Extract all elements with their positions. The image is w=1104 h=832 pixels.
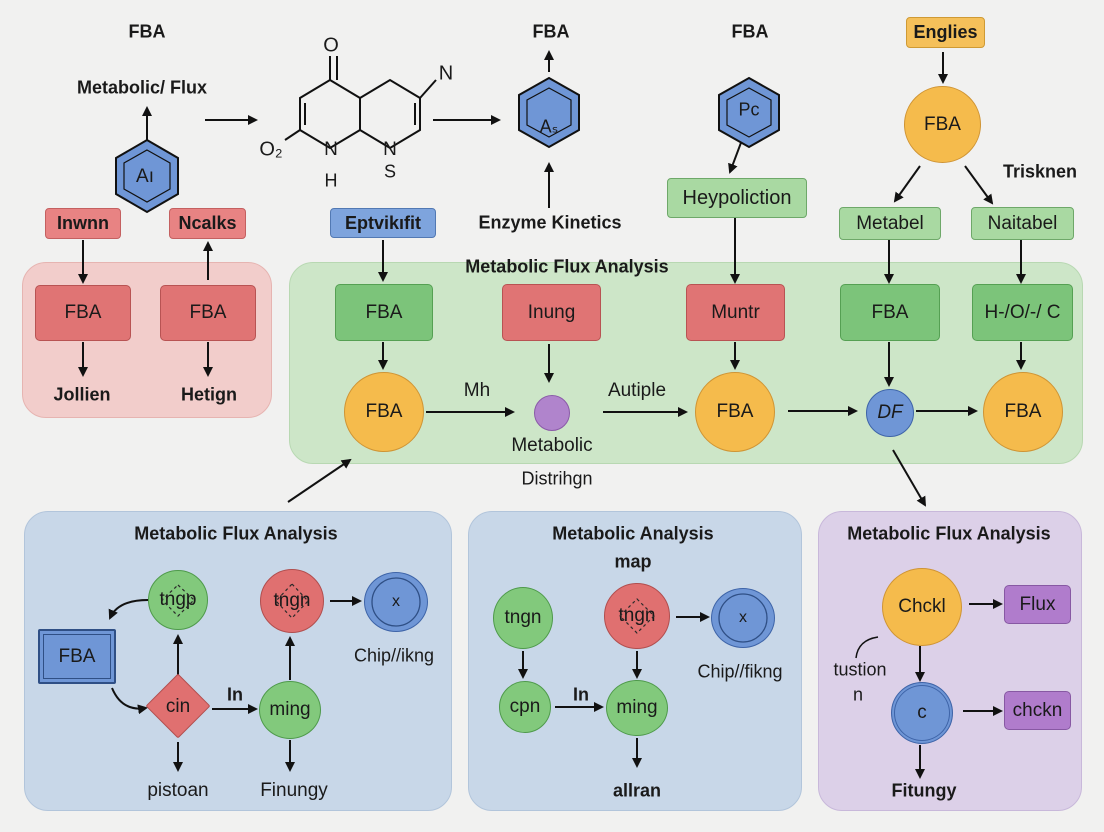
ming-node-blue1: ming [259, 681, 321, 739]
benzene-right-label: Pᴄ [738, 99, 760, 120]
metabolic-label: Metabolic [511, 435, 593, 456]
inwnn-tag: Inwnn [45, 208, 121, 239]
enzyme-kinetics-label: Enzyme Kinetics [478, 212, 622, 233]
finungy-label: Finungy [260, 780, 328, 801]
allran-label: allran [612, 780, 662, 801]
ncalks-tag: Ncalks [169, 208, 246, 239]
cin-label: cin [165, 696, 191, 717]
fba-circle-3: FBA [695, 372, 775, 452]
metabel-tag: Metabel [839, 207, 941, 240]
hetign-label: Hetign [181, 384, 237, 405]
blue-panel-2-subtitle: map [614, 551, 652, 572]
n-label: n [852, 684, 864, 705]
fba-box-red-left: FBA [35, 285, 131, 341]
x-circle-blue1: x [364, 572, 428, 632]
jollien-label: Jollien [53, 384, 111, 405]
molecule-n2-label: N [383, 139, 397, 160]
metabolic-node [534, 395, 570, 431]
arrow-blue-to-green [287, 458, 352, 503]
chip-label-blue2: Chip//fikng [697, 661, 783, 682]
benzene-mid-label: Aₛ [539, 116, 559, 137]
fba-circle-top: FBA [904, 86, 981, 163]
muntr-box: Muntr [686, 284, 785, 341]
molecule-o-label: O [323, 34, 339, 57]
molecule-structure-icon [284, 56, 437, 150]
molecule-h-label: H [324, 170, 338, 191]
fba-label-top-right: FBA [731, 21, 769, 42]
arrow-to-metabel [893, 165, 921, 203]
fba-box-blue: FBA [38, 629, 116, 684]
tngp-circle: tngp [148, 570, 208, 630]
metabolic-flux-label: Metabolic/ Flux [76, 77, 208, 98]
flux-box: Flux [1004, 585, 1071, 624]
arrow-pc-to-hey [728, 139, 743, 174]
ming-node-blue2: ming [606, 680, 668, 736]
inung-box: Inung [502, 284, 601, 341]
fba-box-red-right: FBA [160, 285, 256, 341]
fba-label-top-left: FBA [128, 21, 166, 42]
molecule-n1-label: N [324, 139, 338, 160]
eptvik-tag: Eptvikıfit [330, 208, 436, 238]
green-panel-title: Metabolic Flux Analysis [465, 256, 669, 277]
pistoan-label: pistoan [147, 780, 209, 801]
fba-circle-5: FBA [983, 372, 1063, 452]
x-circle-blue2: x [711, 588, 775, 648]
fba-circle-1: FBA [344, 372, 424, 452]
autiple-label: Autiple [607, 380, 667, 401]
englies-tag: Englies [906, 17, 985, 48]
chckl-circle: Chckl [882, 568, 962, 646]
tngn-circle-blue1: tngn [260, 569, 324, 633]
molecule-n-right-label: N [438, 62, 454, 85]
chckn-box: chckn [1004, 691, 1071, 730]
benzene-left-label: Aı [136, 166, 154, 187]
fitungy-label: Fitungy [891, 780, 957, 801]
distrihgn-label: Distrihgn [521, 468, 593, 489]
molecule-o2-label: O₂ [259, 138, 283, 161]
trisknen-label: Trisknen [1002, 161, 1078, 182]
hoc-box: H-/O/-/ C [972, 284, 1073, 341]
mh-label: Mh [463, 380, 491, 401]
fba-box-green-2: FBA [840, 284, 940, 341]
purple-panel-title: Metabolic Flux Analysis [847, 523, 1051, 544]
cpn-circle: cpn [499, 681, 551, 733]
naitabel-tag: Naitabel [971, 207, 1074, 240]
df-circle: DF [866, 389, 914, 437]
tustion-label: tustion [833, 659, 887, 680]
fba-box-green-1: FBA [335, 284, 433, 341]
c-circle: c [891, 682, 953, 744]
chip-label-blue1: Chip//ikng [353, 645, 435, 666]
heypoliction-box: Heypoliction [667, 178, 807, 218]
arrow-to-naitabel [964, 165, 994, 205]
tngn-circle-green: tngn [493, 587, 553, 649]
purple-panel [818, 511, 1082, 811]
molecule-s-label: S [383, 161, 397, 182]
blue-panel-1-title: Metabolic Flux Analysis [134, 523, 338, 544]
in-label-blue1: In [227, 684, 243, 705]
fba-label-top-mid: FBA [532, 21, 570, 42]
blue-panel-2-title: Metabolic Analysis [552, 523, 714, 544]
tngn-circle-red: tngn [604, 583, 670, 649]
in-label-blue2: In [573, 684, 589, 705]
